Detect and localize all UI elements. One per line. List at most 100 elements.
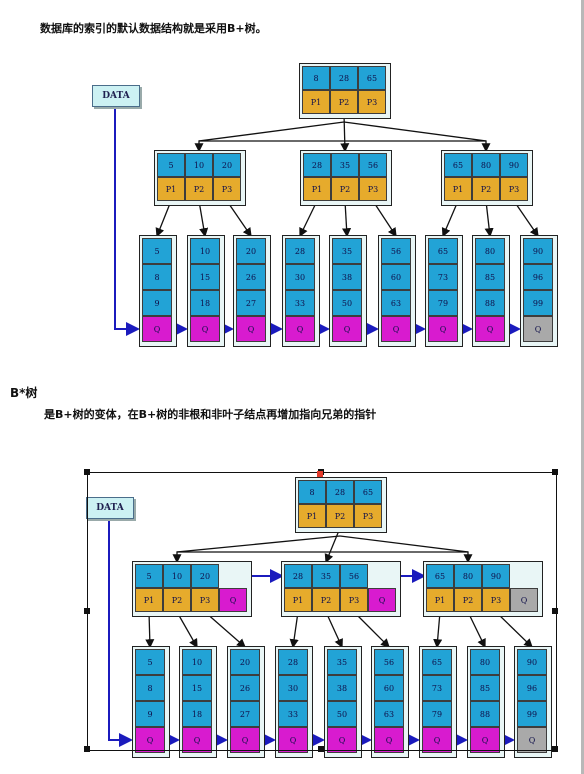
internal-key-cell: 80: [472, 153, 500, 177]
internal-child-arrow: [204, 611, 246, 648]
resize-handle[interactable]: [84, 469, 90, 475]
leaf-key-cell: 65: [422, 649, 452, 675]
internal-child-arrow: [299, 200, 318, 238]
leaf-key-cell: 79: [428, 290, 458, 316]
internal-pointer-cell: P1: [444, 177, 472, 201]
leaf-key-cell: 5: [142, 238, 172, 264]
internal-key-cell: 10: [185, 153, 213, 177]
leaf-key-cell: 10: [182, 649, 212, 675]
leaf-key-cell: 30: [285, 264, 315, 290]
internal-pointer-cell: P3: [482, 588, 510, 612]
leaf-key-cell: 88: [470, 701, 500, 727]
root-key-cell: 8: [298, 480, 326, 504]
rotate-handle[interactable]: [317, 471, 323, 477]
internal-pointer-cell: P2: [185, 177, 213, 201]
internal-child-arrow: [226, 200, 252, 238]
leaf-key-cell: 33: [285, 290, 315, 316]
section-title: B*树: [10, 386, 38, 400]
internal-pointer-cell: P2: [163, 588, 191, 612]
resize-handle[interactable]: [84, 746, 90, 752]
scrollbar[interactable]: [581, 0, 584, 774]
leaf-key-cell: 56: [374, 649, 404, 675]
data-link-arrow: [108, 517, 133, 747]
section-description: 是B+树的变体，在B+树的非根和非叶子结点再增加指向兄弟的指针: [44, 408, 377, 421]
leaf-key-cell: 96: [523, 264, 553, 290]
resize-handle[interactable]: [552, 607, 558, 614]
internal-child-arrow: [198, 200, 209, 238]
data-link-arrow: [114, 105, 140, 336]
internal-child-arrow: [155, 200, 172, 238]
internal-key-cell: 5: [135, 564, 163, 588]
leaf-key-cell: 9: [142, 290, 172, 316]
leaf-key-cell: 27: [230, 701, 260, 727]
resize-handle[interactable]: [318, 746, 324, 752]
leaf-key-cell: 56: [381, 238, 411, 264]
leaf-key-cell: 18: [190, 290, 220, 316]
leaf-next-pointer-cell: Q: [230, 727, 260, 753]
root-child-arrow: [324, 527, 341, 564]
leaf-key-cell: 35: [332, 238, 362, 264]
internal-key-cell: 10: [163, 564, 191, 588]
leaf-key-cell: 88: [475, 290, 505, 316]
leaf-key-cell: 63: [374, 701, 404, 727]
leaf-key-cell: 85: [475, 264, 505, 290]
leaf-key-cell: 28: [278, 649, 308, 675]
leaf-key-cell: 15: [190, 264, 220, 290]
internal-key-cell: 90: [500, 153, 528, 177]
root-key-cell: 28: [326, 480, 354, 504]
leaf-next-pointer-cell: Q: [517, 727, 547, 753]
leaf-key-cell: 38: [332, 264, 362, 290]
root-pointer-cell: P2: [330, 90, 358, 114]
internal-key-cell: 56: [359, 153, 387, 177]
leaf-key-cell: 85: [470, 675, 500, 701]
root-key-cell: 28: [330, 66, 358, 90]
intro-text: 数据库的索引的默认数据结构就是采用B+树。: [40, 22, 267, 35]
internal-child-arrow: [353, 611, 390, 648]
internal-child-arrow: [325, 611, 343, 649]
internal-child-arrow: [145, 611, 155, 649]
internal-key-cell: 80: [454, 564, 482, 588]
internal-pointer-cell: P3: [359, 177, 387, 201]
internal-pointer-cell: P2: [472, 177, 500, 201]
leaf-key-cell: 50: [327, 701, 357, 727]
internal-pointer-cell: P1: [284, 588, 312, 612]
leaf-key-cell: 60: [381, 264, 411, 290]
internal-sibling-pointer-cell: Q: [368, 588, 396, 612]
internal-child-arrow: [495, 611, 533, 648]
root-key-cell: 8: [302, 66, 330, 90]
leaf-key-cell: 73: [422, 675, 452, 701]
internal-pointer-cell: P2: [331, 177, 359, 201]
root-pointer-cell: P2: [326, 504, 354, 528]
leaf-key-cell: 26: [236, 264, 266, 290]
leaf-key-cell: 96: [517, 675, 547, 701]
resize-handle[interactable]: [552, 746, 558, 752]
internal-child-arrow: [467, 611, 486, 649]
leaf-next-pointer-cell: Q: [475, 316, 505, 342]
internal-key-cell: 5: [157, 153, 185, 177]
resize-handle[interactable]: [552, 469, 558, 475]
internal-key-cell: 28: [303, 153, 331, 177]
internal-key-cell: 35: [331, 153, 359, 177]
leaf-key-cell: 8: [135, 675, 165, 701]
leaf-key-cell: 90: [523, 238, 553, 264]
internal-pointer-cell: P2: [454, 588, 482, 612]
internal-key-cell: 20: [191, 564, 219, 588]
leaf-next-pointer-cell: Q: [135, 727, 165, 753]
leaf-key-cell: 33: [278, 701, 308, 727]
leaf-next-pointer-cell: Q: [278, 727, 308, 753]
selection-frame[interactable]: [87, 472, 557, 751]
internal-child-arrow: [342, 200, 352, 238]
internal-pointer-cell: P3: [500, 177, 528, 201]
internal-pointer-cell: P3: [340, 588, 368, 612]
leaf-key-cell: 38: [327, 675, 357, 701]
leaf-key-cell: 15: [182, 675, 212, 701]
data-box: DATA: [86, 497, 134, 519]
internal-pointer-cell: P1: [426, 588, 454, 612]
leaf-key-cell: 99: [517, 701, 547, 727]
resize-handle[interactable]: [84, 607, 90, 614]
internal-key-cell: 65: [444, 153, 472, 177]
leaf-next-pointer-cell: Q: [428, 316, 458, 342]
leaf-next-pointer-cell: Q: [381, 316, 411, 342]
